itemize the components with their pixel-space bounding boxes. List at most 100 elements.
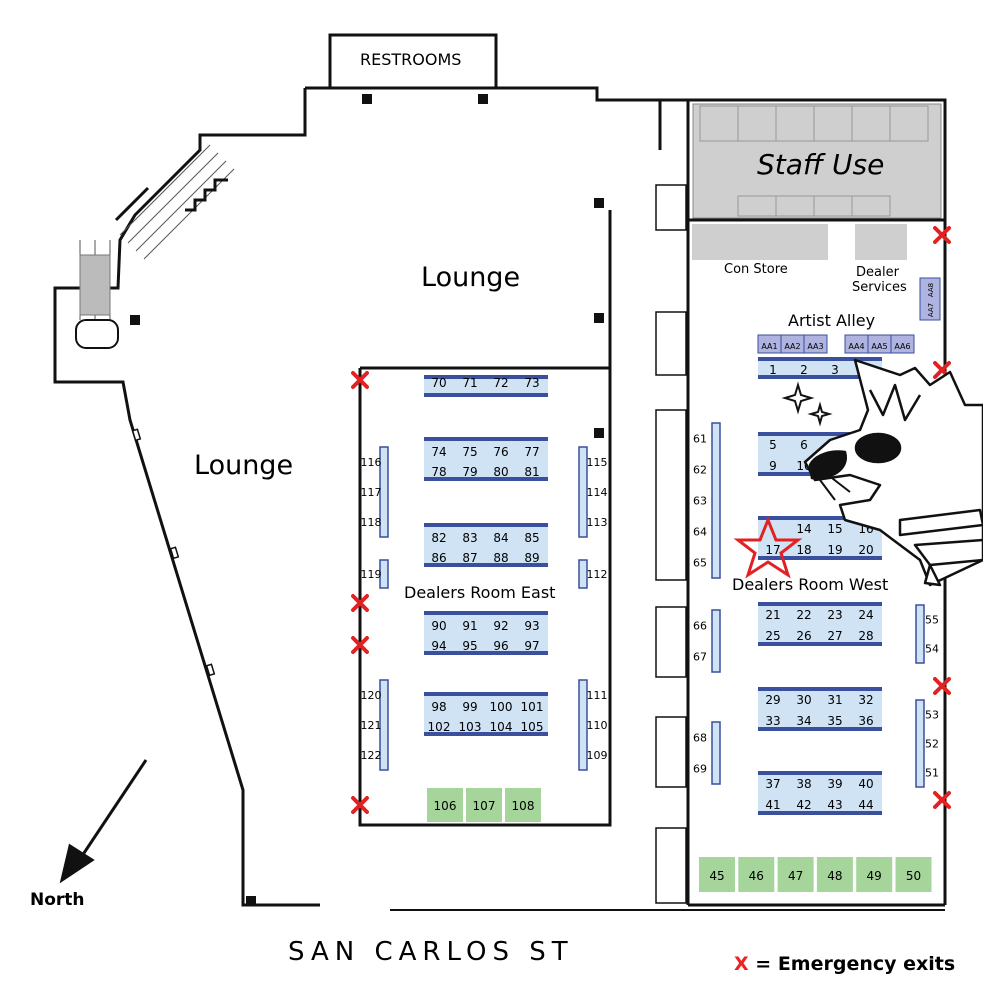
table-45: 45 [709, 869, 724, 883]
table-119: 119 [361, 568, 382, 581]
emergency-exit-x [351, 796, 369, 814]
table-116: 116 [361, 456, 382, 469]
table-103: 103 [459, 720, 482, 734]
table-edge [758, 556, 882, 560]
table-84: 84 [493, 531, 508, 545]
table-47: 47 [788, 869, 803, 883]
table-column [711, 609, 721, 673]
table-48: 48 [827, 869, 842, 883]
table-edge [424, 611, 548, 615]
table-edge [758, 687, 882, 691]
table-55: 55 [925, 614, 939, 627]
table-edge [424, 375, 548, 379]
table-75: 75 [462, 445, 477, 459]
table-34: 34 [796, 714, 811, 728]
cartoon-character-illustration [803, 358, 983, 587]
green-table [895, 857, 932, 892]
green-table [777, 857, 814, 892]
lounge-top-label: Lounge [421, 262, 521, 293]
table-74: 74 [431, 445, 446, 459]
table-31: 31 [827, 693, 842, 707]
table-70: 70 [431, 376, 446, 390]
table-edge [758, 771, 882, 775]
artist-alley-label: Artist Alley [788, 311, 876, 330]
table-62: 62 [693, 464, 707, 477]
table-72: 72 [493, 376, 508, 390]
table-66: 66 [693, 620, 707, 633]
table-91: 91 [462, 619, 477, 633]
table-82: 82 [431, 531, 446, 545]
table-21: 21 [765, 608, 780, 622]
table-30: 30 [796, 693, 811, 707]
table-14: 14 [796, 522, 811, 536]
north-arrow [59, 759, 148, 884]
dealer-services-label-1: Dealer [856, 265, 899, 280]
table-97: 97 [524, 639, 539, 653]
table-50: 50 [906, 869, 921, 883]
table-88: 88 [493, 551, 508, 565]
table-35: 35 [827, 714, 842, 728]
restrooms-label: RESTROOMS [360, 50, 462, 69]
table-46: 46 [749, 869, 764, 883]
table-block [424, 692, 548, 736]
table-96: 96 [493, 639, 508, 653]
table-column [578, 446, 588, 538]
street-label: SAN CARLOS ST [288, 937, 574, 967]
table-80: 80 [493, 465, 508, 479]
table-113: 113 [587, 516, 608, 529]
table-32: 32 [858, 693, 873, 707]
table-102: 102 [428, 720, 451, 734]
table-92: 92 [493, 619, 508, 633]
table-edge [758, 727, 882, 731]
table-25: 25 [765, 629, 780, 643]
table-edge [424, 563, 548, 567]
table-122: 122 [361, 749, 382, 762]
green-table [699, 857, 735, 892]
table-AA3: AA3 [807, 342, 823, 351]
table-AA4: AA4 [848, 342, 864, 351]
table-90: 90 [431, 619, 446, 633]
legend-x-mark: X [734, 953, 749, 975]
table-51: 51 [925, 767, 939, 780]
table-38: 38 [796, 777, 811, 791]
table-78: 78 [431, 465, 446, 479]
table-block [424, 611, 548, 655]
table-81: 81 [524, 465, 539, 479]
green-table [816, 857, 853, 892]
table-17: 17 [765, 543, 780, 557]
table-column [379, 446, 389, 538]
emergency-exits [351, 226, 951, 814]
green-table [427, 788, 463, 822]
table-89: 89 [524, 551, 539, 565]
table-edge [424, 477, 548, 481]
table-95: 95 [462, 639, 477, 653]
table-43: 43 [827, 798, 842, 812]
table-98: 98 [431, 700, 446, 714]
legend-text: = Emergency exits [755, 953, 956, 975]
table-column [915, 604, 925, 664]
table-edge [758, 642, 882, 646]
table-column [578, 679, 588, 771]
table-block [758, 687, 882, 731]
table-edge [758, 375, 882, 379]
table-110: 110 [587, 719, 608, 732]
green-table [505, 788, 541, 822]
table-5: 5 [769, 438, 777, 452]
table-28: 28 [858, 629, 873, 643]
table-109: 109 [587, 749, 608, 762]
table-118: 118 [361, 516, 382, 529]
table-edge [424, 437, 548, 441]
table-106: 106 [434, 799, 457, 813]
dealers-room-east-label: Dealers Room East [404, 583, 556, 602]
table-column [379, 559, 389, 589]
staff-use-label: Staff Use [757, 148, 885, 181]
table-6: 6 [800, 438, 808, 452]
table-block [758, 602, 882, 646]
table-39: 39 [827, 777, 842, 791]
left-wall-windows [131, 428, 216, 677]
north-label: North [30, 890, 85, 910]
